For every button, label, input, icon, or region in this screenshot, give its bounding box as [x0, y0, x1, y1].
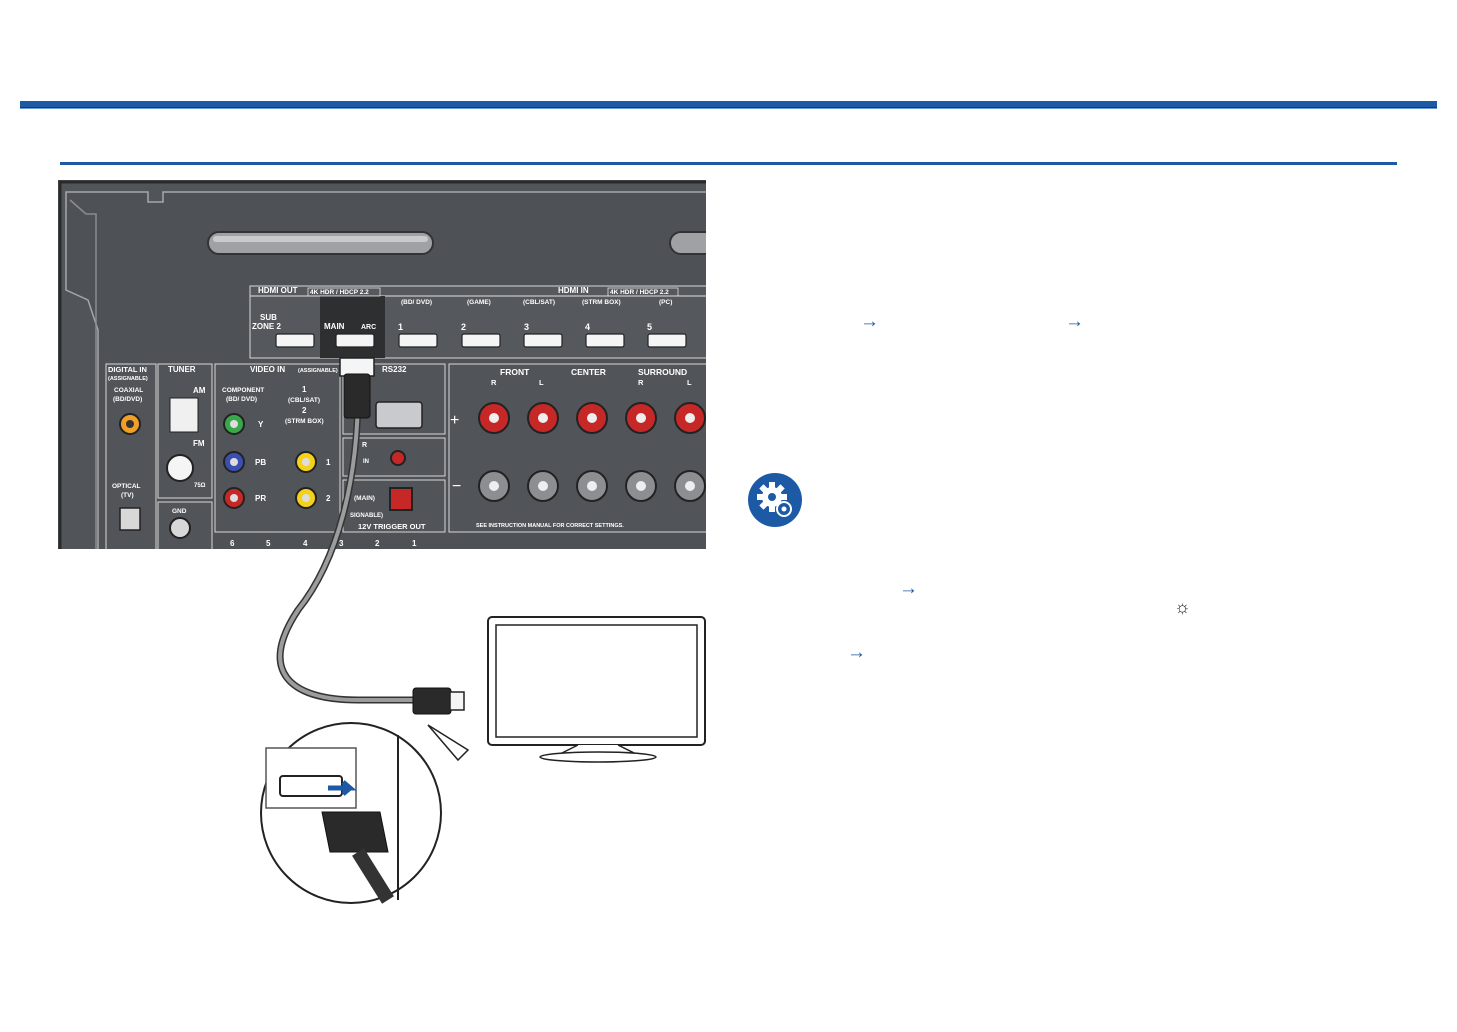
pb-label: PB: [255, 458, 266, 467]
digital-in-label: DIGITAL IN: [108, 365, 147, 374]
section-rule: [60, 162, 1397, 165]
pr-label: PR: [255, 494, 266, 503]
tv-illustration: [487, 616, 706, 763]
trigger-label: 12V TRIGGER OUT: [358, 522, 426, 531]
in-label: IN: [363, 459, 369, 465]
gnd-label: GND: [172, 508, 187, 515]
header-rule: [20, 101, 1437, 109]
digital-assignable-label: (ASSIGNABLE): [108, 376, 148, 382]
bottom-number: 4: [303, 539, 308, 548]
surround-r-label: R: [638, 378, 644, 387]
hdmi-in-badge: 4K HDR / HDCP 2.2: [610, 289, 669, 296]
composite-1-label: 1: [326, 458, 331, 467]
plus-label: +: [450, 412, 459, 429]
optical-label: OPTICAL: [112, 483, 141, 490]
hdmi-in-name: (STRM BOX): [582, 299, 621, 306]
bottom-number: 2: [375, 539, 380, 548]
rs232-label: RS232: [382, 365, 407, 374]
front-label: FRONT: [500, 367, 530, 377]
front-l-label: L: [539, 378, 544, 387]
hdmi-in-number: 2: [461, 322, 466, 332]
am-label: AM: [193, 386, 206, 395]
rear-panel: HDMI OUT 4K HDR / HDCP 2.2 HDMI IN 4K HD…: [58, 180, 706, 549]
hdmi-in-label: HDMI IN: [558, 286, 589, 295]
hdmi-in-name: (CBL/SAT): [523, 299, 555, 306]
instruction-label: SEE INSTRUCTION MANUAL FOR CORRECT SETTI…: [476, 523, 624, 529]
page-reference-link[interactable]: →: [847, 642, 866, 663]
video-assignable-label: (ASSIGNABLE): [298, 368, 338, 374]
zoom-detail: [260, 722, 470, 904]
hdmi-out-badge: 4K HDR / HDCP 2.2: [310, 289, 369, 296]
gear-icon: [748, 473, 802, 527]
minus-label: −: [452, 478, 461, 495]
hdmi-in-name: (BD/ DVD): [401, 299, 432, 306]
fm-label: FM: [193, 439, 205, 448]
surround-l-label: L: [687, 378, 692, 387]
video2-label: 2: [302, 406, 307, 415]
ohm-label: 75Ω: [194, 483, 206, 489]
hdmi-in-number: 4: [585, 322, 590, 332]
video1-label: 1: [302, 385, 307, 394]
ir-label: R: [362, 442, 367, 449]
assignable-trigger-label: SIGNABLE): [350, 513, 383, 519]
page-reference-link[interactable]: →: [899, 578, 918, 599]
component-label: COMPONENT: [222, 387, 264, 394]
tuner-label: TUNER: [168, 365, 196, 374]
coaxial-sub: (BD/DVD): [113, 396, 142, 403]
hdmi-plug-receiver: [339, 357, 375, 419]
connection-illustration: HDMI OUT 4K HDR / HDCP 2.2 HDMI IN 4K HD…: [58, 180, 706, 904]
speaker-terminals: [478, 402, 706, 502]
hdmi-plug-tv: [412, 687, 465, 715]
main-label: MAIN: [324, 322, 345, 331]
setup-icon: ☼: [1174, 597, 1191, 617]
hdmi-out-label: HDMI OUT: [258, 286, 298, 295]
hdmi-in-number: 5: [647, 322, 652, 332]
hdmi-in-name: (PC): [659, 299, 672, 306]
video1-sub: (CBL/SAT): [288, 397, 320, 404]
composite-2-label: 2: [326, 494, 331, 503]
hdmi-in-number: 1: [398, 322, 403, 332]
page-reference-link[interactable]: →: [1065, 311, 1084, 332]
component-sub: (BD/ DVD): [226, 396, 257, 403]
y-label: Y: [258, 420, 264, 429]
page-reference-link[interactable]: →: [860, 311, 879, 332]
zone2-label: ZONE 2: [252, 322, 281, 331]
bottom-number: 1: [412, 539, 417, 548]
bottom-number: 3: [339, 539, 344, 548]
video2-sub: (STRM BOX): [285, 418, 324, 425]
front-r-label: R: [491, 378, 497, 387]
sub-label: SUB: [260, 313, 277, 322]
surround-label: SURROUND: [638, 367, 687, 377]
arc-label: ARC: [361, 324, 376, 331]
bottom-number: 6: [230, 539, 235, 548]
center-label: CENTER: [571, 367, 606, 377]
bottom-number: 5: [266, 539, 271, 548]
video-in-label: VIDEO IN: [250, 365, 285, 374]
hdmi-in-number: 3: [524, 322, 529, 332]
main-trigger-label: (MAIN): [354, 495, 375, 502]
optical-sub: (TV): [121, 492, 134, 499]
hdmi-in-name: (GAME): [467, 299, 491, 306]
coaxial-label: COAXIAL: [114, 387, 143, 394]
